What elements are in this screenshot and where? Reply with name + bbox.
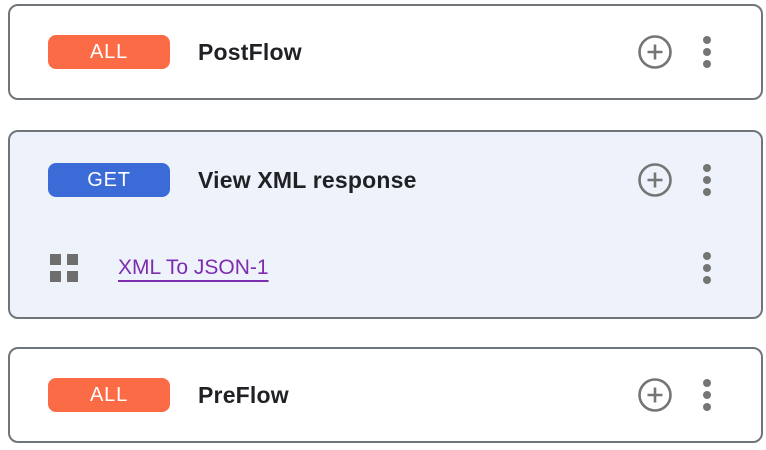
flow-title: PostFlow	[198, 38, 302, 65]
plus-circle-icon	[638, 378, 672, 412]
kebab-menu-icon	[703, 379, 711, 387]
flow-menu-button[interactable]	[699, 377, 715, 413]
policy-link[interactable]: XML To JSON-1	[118, 256, 269, 279]
kebab-menu-icon	[703, 252, 711, 260]
flow-card-view-xml-response[interactable]: GET View XML response XML To JSON-1	[8, 130, 763, 319]
policy-steps-icon	[50, 254, 78, 282]
add-step-button[interactable]	[637, 162, 673, 198]
add-step-button[interactable]	[637, 34, 673, 70]
flow-header: GET View XML response	[10, 132, 761, 228]
flow-header: ALL PostFlow	[10, 6, 761, 98]
flow-menu-button[interactable]	[699, 34, 715, 70]
plus-circle-icon	[638, 163, 672, 197]
flow-card-postflow[interactable]: ALL PostFlow	[8, 4, 763, 100]
kebab-menu-icon	[703, 164, 711, 172]
flow-title: View XML response	[198, 166, 417, 193]
policy-menu-button[interactable]	[699, 250, 715, 286]
flow-header: ALL PreFlow	[10, 349, 761, 441]
method-badge: ALL	[48, 378, 170, 412]
flow-title: PreFlow	[198, 381, 289, 408]
policy-row: XML To JSON-1	[10, 236, 761, 300]
flow-menu-button[interactable]	[699, 162, 715, 198]
add-step-button[interactable]	[637, 377, 673, 413]
method-badge: ALL	[48, 35, 170, 69]
method-badge: GET	[48, 163, 170, 197]
kebab-menu-icon	[703, 36, 711, 44]
flow-card-preflow[interactable]: ALL PreFlow	[8, 347, 763, 443]
plus-circle-icon	[638, 35, 672, 69]
